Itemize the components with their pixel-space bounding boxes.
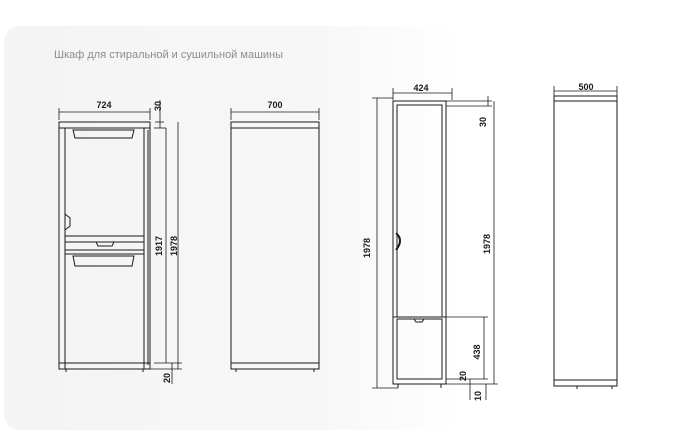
dim-width-side-right: 500	[578, 82, 593, 92]
dim-top-gap-front-right: 30	[478, 117, 488, 127]
dimension-lines-side-right	[553, 86, 618, 96]
dimension-lines-side-left	[230, 108, 320, 120]
dim-leg-height-front-right: 10	[473, 391, 483, 401]
dim-bottom-gap-front-left: 20	[162, 373, 172, 383]
dimension-lines-front-right	[372, 88, 498, 400]
dim-total-height-front-left: 1978	[169, 236, 179, 256]
cabinet-side-left-view	[230, 121, 320, 372]
cabinet-front-open-view	[58, 121, 151, 372]
dim-height-front-right: 1978	[482, 234, 492, 254]
dim-width-side-left: 700	[267, 100, 282, 110]
dimension-lines-front-left	[58, 100, 182, 384]
cabinet-side-right-view	[553, 95, 618, 389]
dim-total-height-front-right-left: 1978	[362, 238, 372, 258]
page-title: Шкаф для стиральной и сушильной машины	[54, 49, 284, 61]
dim-drawer-height-front-right: 438	[472, 344, 482, 359]
dim-bottom-gap-front-right: 20	[458, 371, 468, 381]
dim-width-front-left: 724	[96, 100, 111, 110]
dim-width-front-right: 424	[413, 83, 428, 93]
cabinet-front-right-view	[392, 100, 447, 388]
dim-top-gap-front-left: 30	[153, 101, 163, 111]
dim-inner-height-front-left: 1917	[154, 236, 164, 256]
